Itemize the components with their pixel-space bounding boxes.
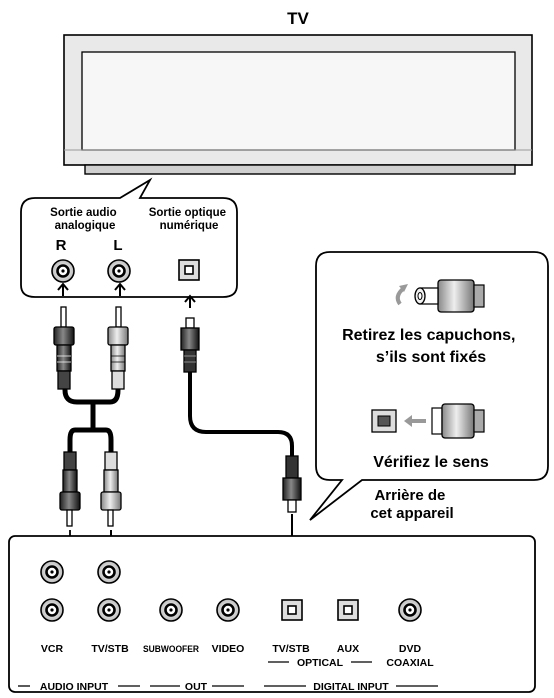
optical-plug-bottom (282, 455, 302, 513)
tv-label: TV (287, 9, 309, 28)
analog-cable (62, 387, 121, 455)
video-label: VIDEO (212, 643, 245, 655)
svg-text:OPTICAL: OPTICAL (297, 657, 344, 669)
tv-stb-audio-jack-top[interactable] (97, 560, 121, 584)
check-direction-icon (371, 403, 485, 439)
rear-panel (8, 535, 536, 693)
rear-unit-label: Arrière de cet appareil (370, 487, 453, 522)
optical-aux-jack[interactable] (337, 599, 359, 621)
out-group-label: OUT (150, 681, 244, 693)
tv-rca-jack-right (51, 259, 75, 283)
tv-icon (63, 34, 533, 175)
optical-aux-label: AUX (337, 643, 359, 655)
optical-plug-top (180, 317, 200, 373)
tv-rca-jack-left (107, 259, 131, 283)
coaxial-label: COAXIAL (386, 657, 434, 669)
tv-optical-jack (178, 259, 200, 281)
svg-text:DIGITAL INPUT: DIGITAL INPUT (313, 681, 389, 693)
vcr-jack-bottom[interactable] (40, 598, 64, 622)
audio-input-group-label: AUDIO INPUT (18, 681, 140, 693)
optical-tv-stb-jack[interactable] (281, 599, 303, 621)
tv-output-callout (20, 177, 238, 298)
rca-plug-red-top (53, 306, 75, 390)
check-direction-text: Vérifiez le sens (373, 454, 489, 471)
subwoofer-label: SUBWOOFER (143, 644, 199, 655)
channel-left-label: L (113, 237, 122, 254)
digital-input-group-label: DIGITAL INPUT (264, 681, 438, 693)
tip-callout (309, 251, 549, 521)
vcr-jack-top[interactable] (40, 560, 64, 584)
optical-out-label: Sortie optique numérique (149, 207, 230, 232)
channel-right-label: R (56, 237, 67, 254)
svg-text:OUT: OUT (185, 681, 208, 693)
optical-cable (188, 370, 294, 459)
video-jack[interactable] (216, 598, 240, 622)
vcr-label: VCR (41, 643, 64, 655)
tv-stb-audio-jack-bottom[interactable] (97, 598, 121, 622)
optical-group-label: OPTICAL (268, 657, 372, 669)
dvd-coaxial-jack[interactable] (398, 598, 422, 622)
svg-text:AUDIO INPUT: AUDIO INPUT (40, 681, 109, 693)
subwoofer-jack[interactable] (159, 598, 183, 622)
remove-caps-text: Retirez les capuchons, s’ils sont fixés (342, 327, 520, 366)
rca-plug-white-top (107, 306, 129, 390)
rca-plug-red-bottom (59, 451, 81, 527)
optical-tv-stb-label: TV/STB (272, 643, 310, 655)
dvd-label: DVD (399, 643, 422, 655)
analog-out-label: Sortie audio analogique (50, 207, 120, 232)
tv-stb-label: TV/STB (91, 643, 129, 655)
optical-plug-with-cap-icon (395, 279, 485, 313)
rca-plug-white-bottom (100, 451, 122, 527)
